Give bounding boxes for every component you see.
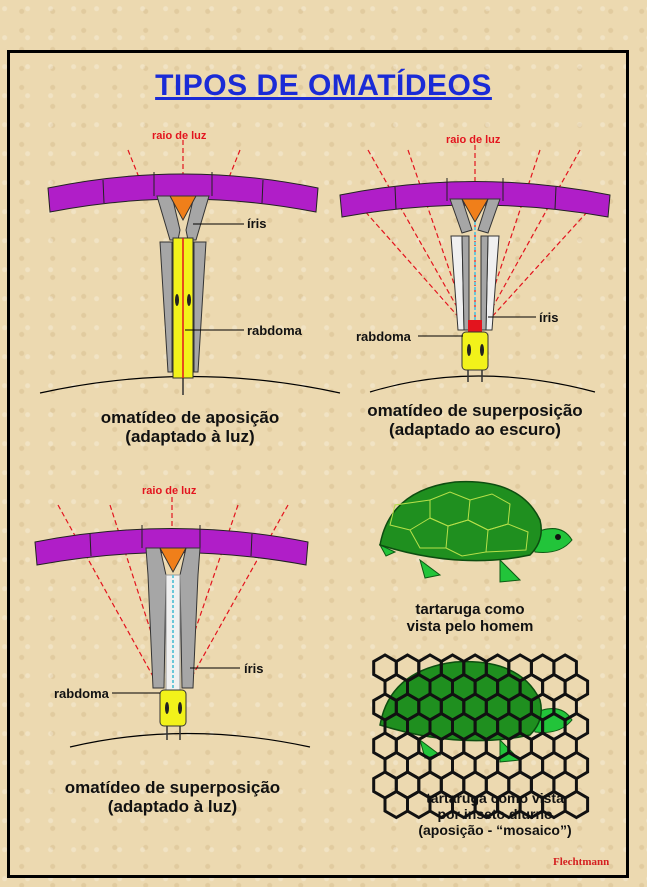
author-credit: Flechtmann — [553, 856, 610, 868]
hexagon-facet — [563, 789, 590, 820]
light-ray-label: raio de luz — [446, 134, 501, 146]
caption-line: (adaptado à luz) — [107, 797, 238, 816]
iris-label: íris — [244, 661, 264, 676]
rhabdom-label: rabdoma — [54, 686, 109, 701]
light-ray-label: raio de luz — [142, 485, 197, 497]
caption-line: omatídeo de superposição — [367, 401, 583, 420]
caption-line: omatídeo de superposição — [64, 778, 281, 797]
iris-label: íris — [247, 216, 267, 231]
caption-line: (aposição - “mosaico”) — [418, 822, 572, 838]
page-title: TIPOS DE OMATÍDEOS — [155, 69, 492, 102]
apposition-caption: omatídeo de aposição (adaptado à luz) — [60, 408, 320, 446]
turtle-insect-caption: tartaruga como vista por inseto diurno (… — [385, 790, 605, 838]
caption-line: (adaptado ao escuro) — [389, 420, 561, 439]
rhabdom-label: rabdoma — [247, 323, 302, 338]
caption-line: tartaruga como vista — [426, 790, 564, 806]
rhabdom-label: rabdoma — [356, 329, 411, 344]
caption-line: por inseto diurno — [437, 806, 553, 822]
superposition-light-caption: omatídeo de superposição (adaptado à luz… — [40, 778, 305, 816]
hexagon-mosaic-grid — [372, 653, 590, 820]
caption-line: (adaptado à luz) — [125, 427, 255, 446]
caption-line: vista pelo homem — [406, 618, 534, 635]
iris-label: íris — [539, 310, 559, 325]
poster-frame — [7, 50, 629, 878]
light-ray-label: raio de luz — [152, 130, 207, 142]
caption-line: tartaruga como — [415, 601, 525, 618]
superposition-dark-caption: omatídeo de superposição (adaptado ao es… — [345, 401, 605, 439]
turtle-human-caption: tartaruga como vista pelo homem — [385, 601, 555, 635]
caption-line: omatídeo de aposição — [100, 408, 280, 427]
